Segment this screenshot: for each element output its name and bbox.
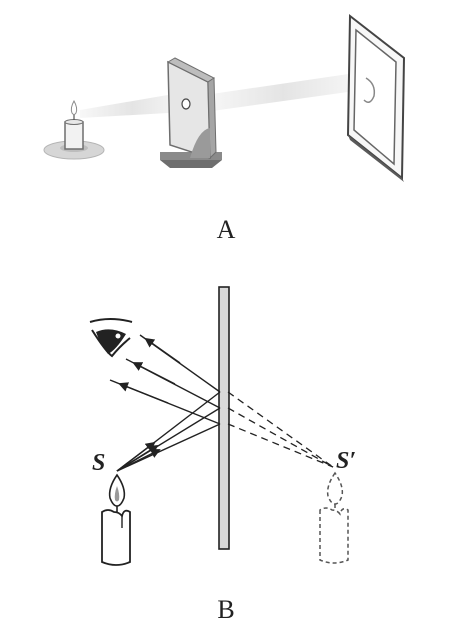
candle-icon [43, 99, 105, 160]
light-beam-through [205, 72, 362, 112]
virtual-candle-icon [319, 471, 349, 564]
candle-icon [101, 473, 131, 566]
mirror-icon [218, 286, 230, 550]
virtual-rays [227, 391, 334, 468]
glass-plate-icon [160, 57, 222, 168]
figure-a-caption: A [217, 215, 236, 244]
figure-a: A [43, 13, 406, 244]
image-label: S′ [336, 448, 356, 474]
figure-b-caption: B [217, 595, 234, 624]
source-label: S [92, 450, 105, 476]
eye-icon [89, 318, 133, 358]
figure-b: S S′ B [89, 286, 356, 624]
screen-icon [346, 13, 406, 182]
light-beam [80, 92, 185, 118]
reflected-rays [109, 334, 221, 425]
incident-rays [116, 391, 221, 472]
